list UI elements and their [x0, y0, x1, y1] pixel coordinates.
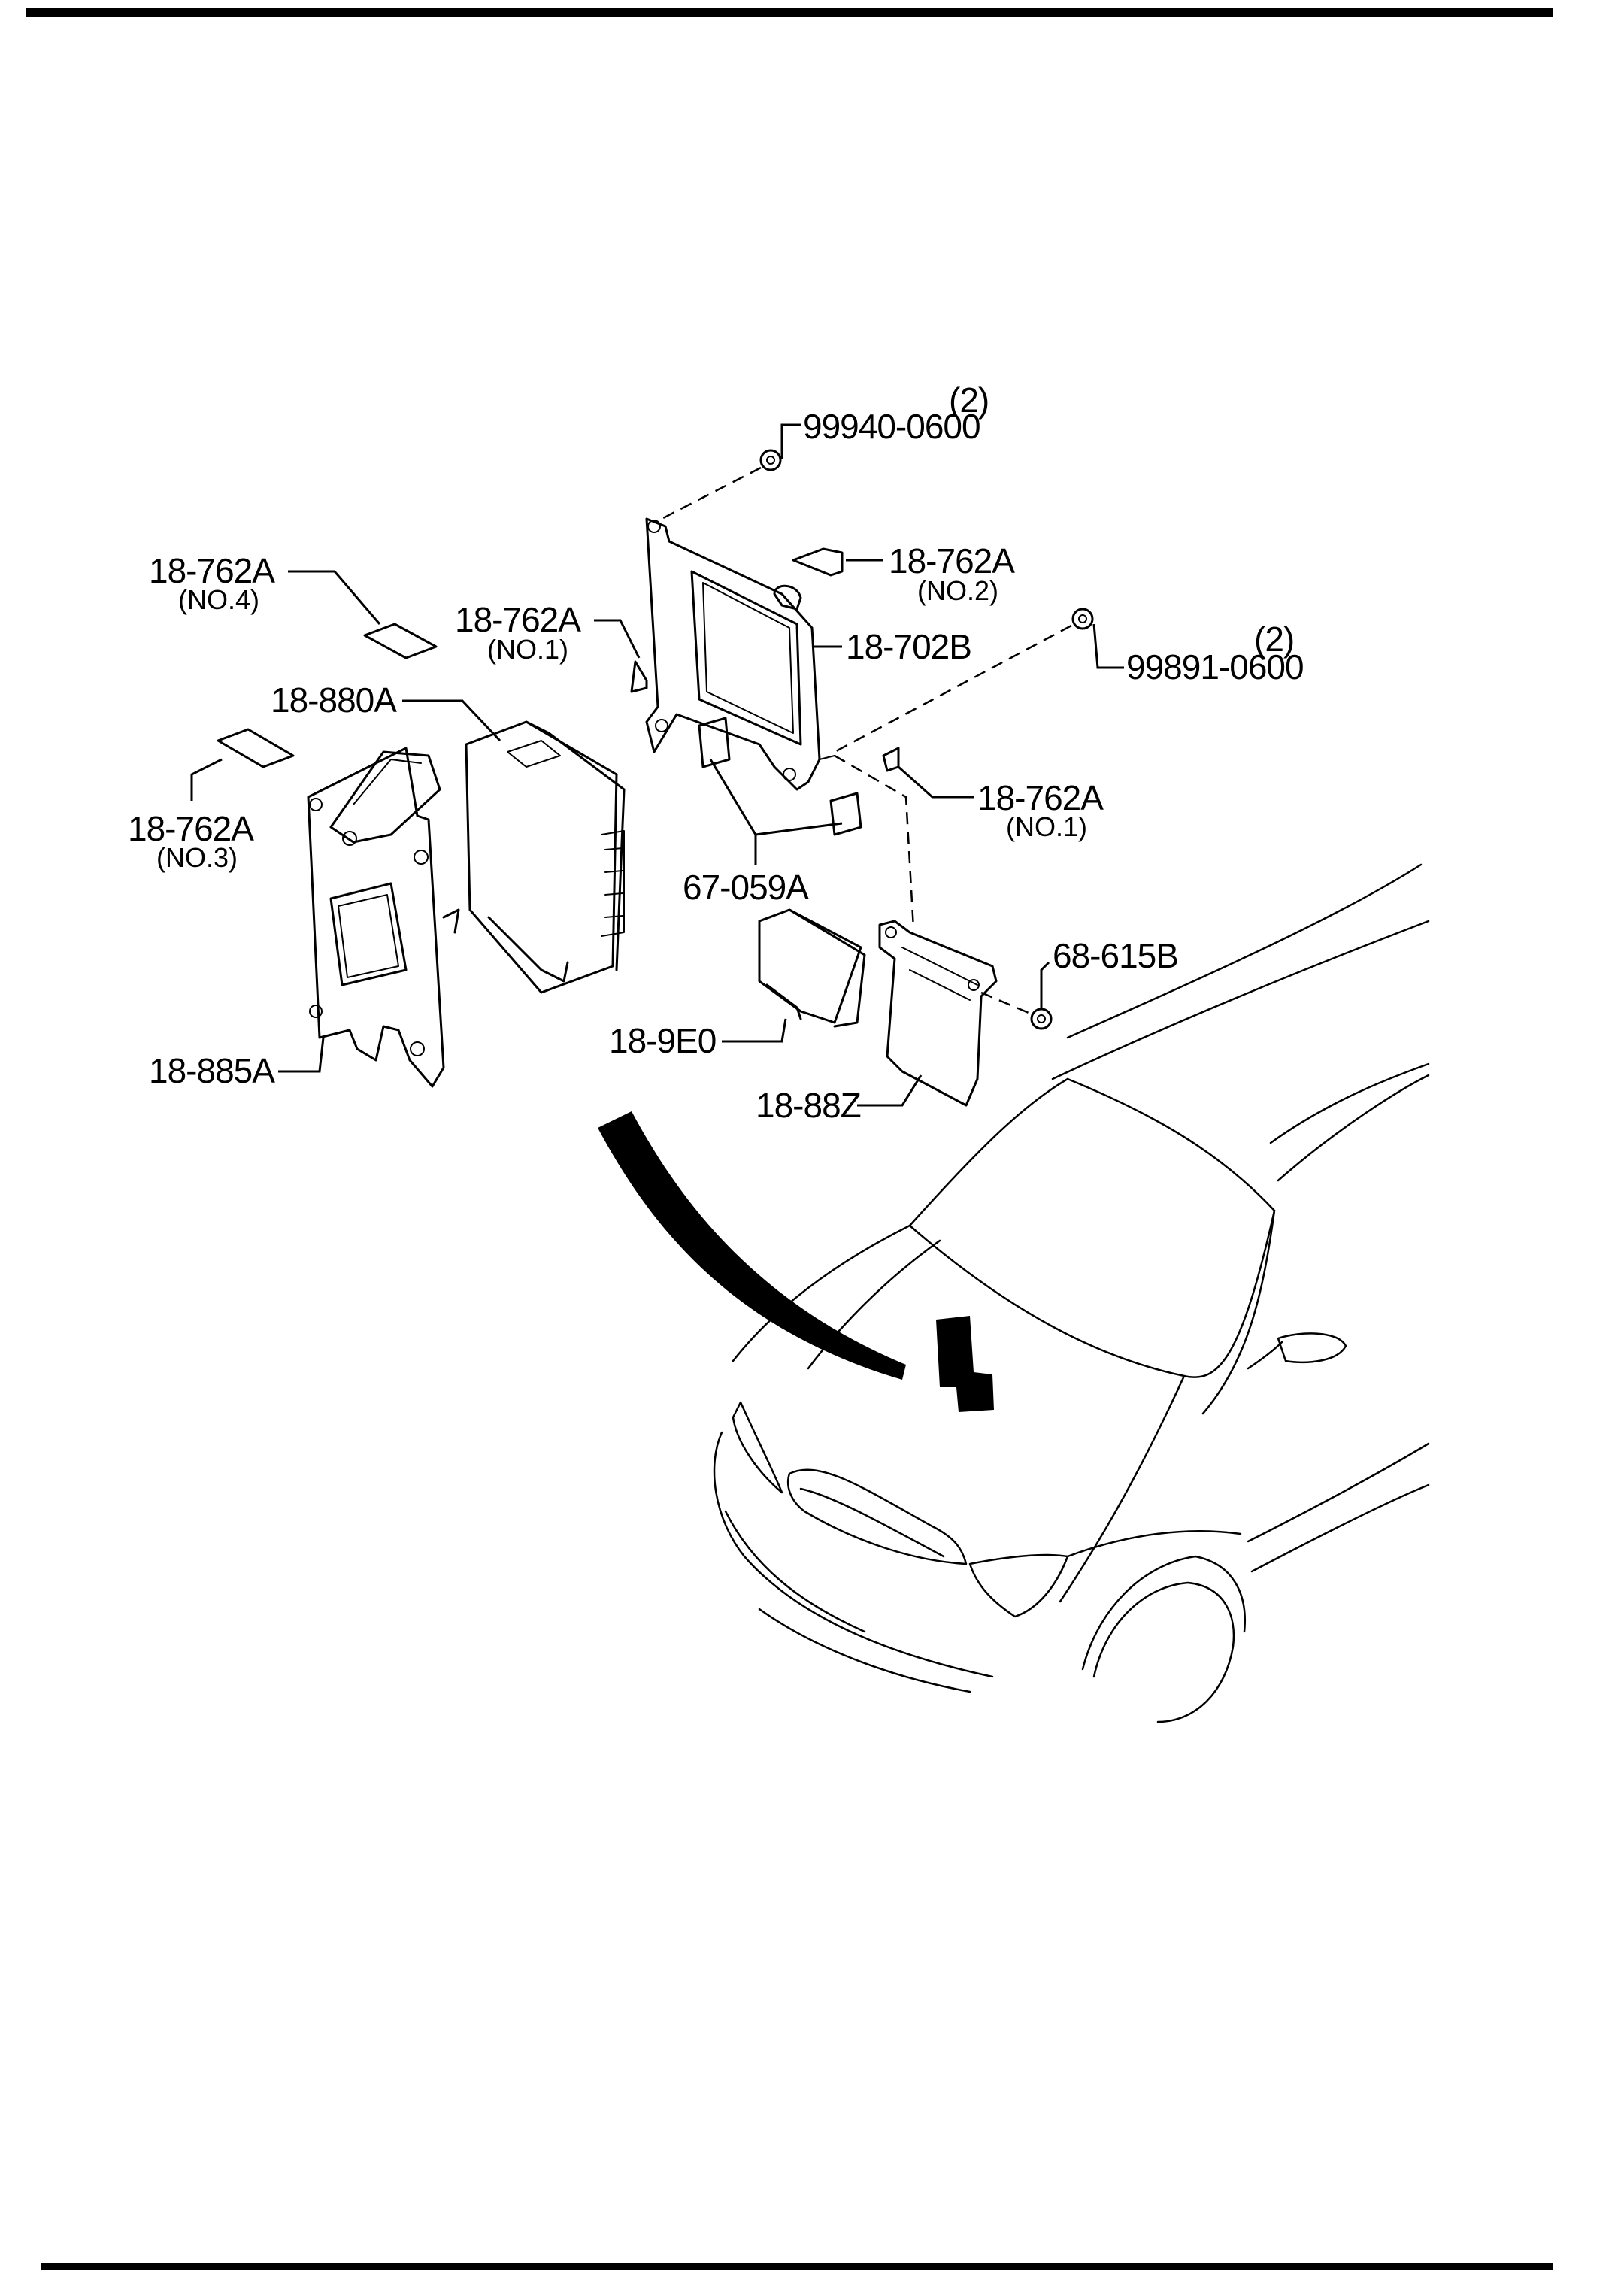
bracket-18-88z-drawing [878, 920, 998, 1107]
bracket-18-885a-drawing [307, 747, 460, 1088]
label-18-762a-no3: 18-762A [128, 809, 254, 848]
label-18-88z: 18-88Z [756, 1086, 861, 1125]
tape-no3-drawing [217, 728, 295, 768]
bottom-rule [41, 2263, 1553, 2270]
label-18-702b: 18-702B [846, 627, 971, 666]
label-99940-0600: 99940-0600 [803, 407, 980, 446]
label-18-762a-no3-sub: (NO.3) [156, 842, 238, 873]
bracket-18-702b-drawing [645, 517, 835, 791]
nut-99940-drawing [759, 449, 782, 471]
label-67-059a: 67-059A [683, 868, 809, 907]
label-99891-0600: 99891-0600 [1126, 647, 1304, 686]
top-rule [26, 8, 1553, 17]
tape-no2-drawing [792, 547, 844, 577]
nut-99891-drawing [1071, 608, 1094, 630]
tape-no1-upper-drawing [630, 660, 648, 693]
unit-18-9e0-drawing [758, 908, 866, 1028]
label-18-762a-no1-right: 18-762A [977, 778, 1104, 817]
label-18-762a-no1-right-sub: (NO.1) [1006, 811, 1087, 842]
module-18-880a-drawing [465, 720, 626, 994]
pad-lower-drawing [829, 792, 862, 836]
vehicle-outline [598, 863, 1430, 1723]
label-18-762a-no2: 18-762A [889, 541, 1015, 580]
label-18-885a: 18-885A [149, 1051, 275, 1090]
label-18-762a-no1-upper-sub: (NO.1) [487, 634, 568, 665]
label-18-762a-no1-upper: 18-762A [455, 600, 581, 639]
location-arrow [598, 1111, 906, 1380]
label-99891-qty: (2) [1254, 620, 1294, 659]
label-18-880a: 18-880A [271, 680, 397, 720]
tape-no1-right-drawing [882, 747, 900, 772]
label-18-762a-no2-sub: (NO.2) [917, 575, 998, 606]
label-18-9e0: 18-9E0 [609, 1021, 716, 1060]
label-18-762a-no4: 18-762A [149, 551, 275, 590]
ecu-location-marker [936, 1316, 994, 1412]
label-68-615b: 68-615B [1053, 936, 1178, 975]
label-18-762a-no4-sub: (NO.4) [178, 584, 259, 615]
label-99940-qty: (2) [949, 380, 989, 420]
pad-upper-drawing [698, 717, 731, 768]
tape-no4-drawing [363, 623, 438, 659]
bolt-68-615b-drawing [1030, 1008, 1053, 1030]
